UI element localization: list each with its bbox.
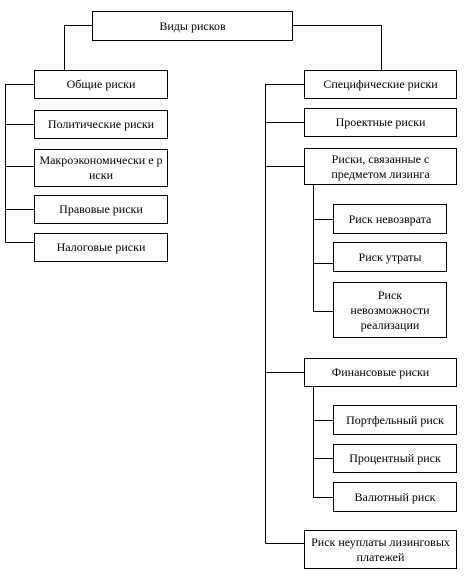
nonpayment-risk-node: Риск неуплаты лизинговых платежей — [304, 530, 457, 569]
project-risks-label: Проектные риски — [335, 115, 426, 129]
currency-risk-node: Валютный риск — [333, 482, 457, 512]
connector-general-spine — [5, 84, 34, 243]
macroeconomic-risks-node: Макроэкономически е риски — [34, 149, 168, 187]
loss-risk-label: Риск утраты — [358, 249, 422, 264]
specific-risks-node: Специфические риски — [304, 70, 457, 99]
interest-risk-label: Процентный риск — [349, 451, 441, 465]
financial-risks-node: Финансовые риски — [304, 358, 457, 387]
nonreturn-risk-node: Риск невозврата — [333, 204, 447, 234]
specific-risks-label: Специфические риски — [323, 77, 438, 91]
currency-risk-label: Валютный риск — [354, 489, 436, 504]
interest-risk-node: Процентный риск — [333, 444, 457, 473]
connector-root-specific — [293, 25, 382, 70]
legal-risks-node: Правовые риски — [34, 195, 168, 224]
general-risks-node: Общие риски — [34, 70, 168, 99]
political-risks-node: Политические риски — [34, 110, 168, 139]
portfolio-risk-node: Портфельный риск — [333, 405, 457, 435]
political-risks-label: Политические риски — [47, 117, 155, 131]
financial-risks-label: Финансовые риски — [331, 365, 430, 379]
leasing-subject-risks-label: Риски, связанные с предметом лизинга — [331, 151, 430, 181]
macroeconomic-risks-label: Макроэкономически е риски — [39, 153, 163, 182]
portfolio-risk-label: Портфельный риск — [346, 412, 444, 427]
unsellable-risk-node: Риск невозможности реализации — [333, 282, 447, 338]
connector-leasing-spine — [313, 185, 333, 312]
nonreturn-risk-label: Риск невозврата — [348, 211, 432, 226]
connector-specific-spine — [265, 84, 304, 544]
unsellable-risk-label: Риск невозможности реализации — [350, 287, 430, 332]
nonpayment-risk-label: Риск неуплаты лизинговых платежей — [311, 534, 450, 564]
tax-risks-node: Налоговые риски — [34, 233, 168, 262]
general-risks-label: Общие риски — [66, 77, 136, 91]
project-risks-node: Проектные риски — [304, 108, 457, 137]
leasing-subject-risks-node: Риски, связанные с предметом лизинга — [304, 148, 457, 185]
tax-risks-label: Налоговые риски — [56, 240, 146, 254]
loss-risk-node: Риск утраты — [333, 242, 447, 272]
root-label: Виды рисков — [159, 18, 226, 33]
connector-root-general — [64, 25, 93, 70]
connector-financial-spine — [313, 387, 333, 498]
root-node: Виды рисков — [92, 11, 293, 41]
legal-risks-label: Правовые риски — [59, 202, 143, 216]
